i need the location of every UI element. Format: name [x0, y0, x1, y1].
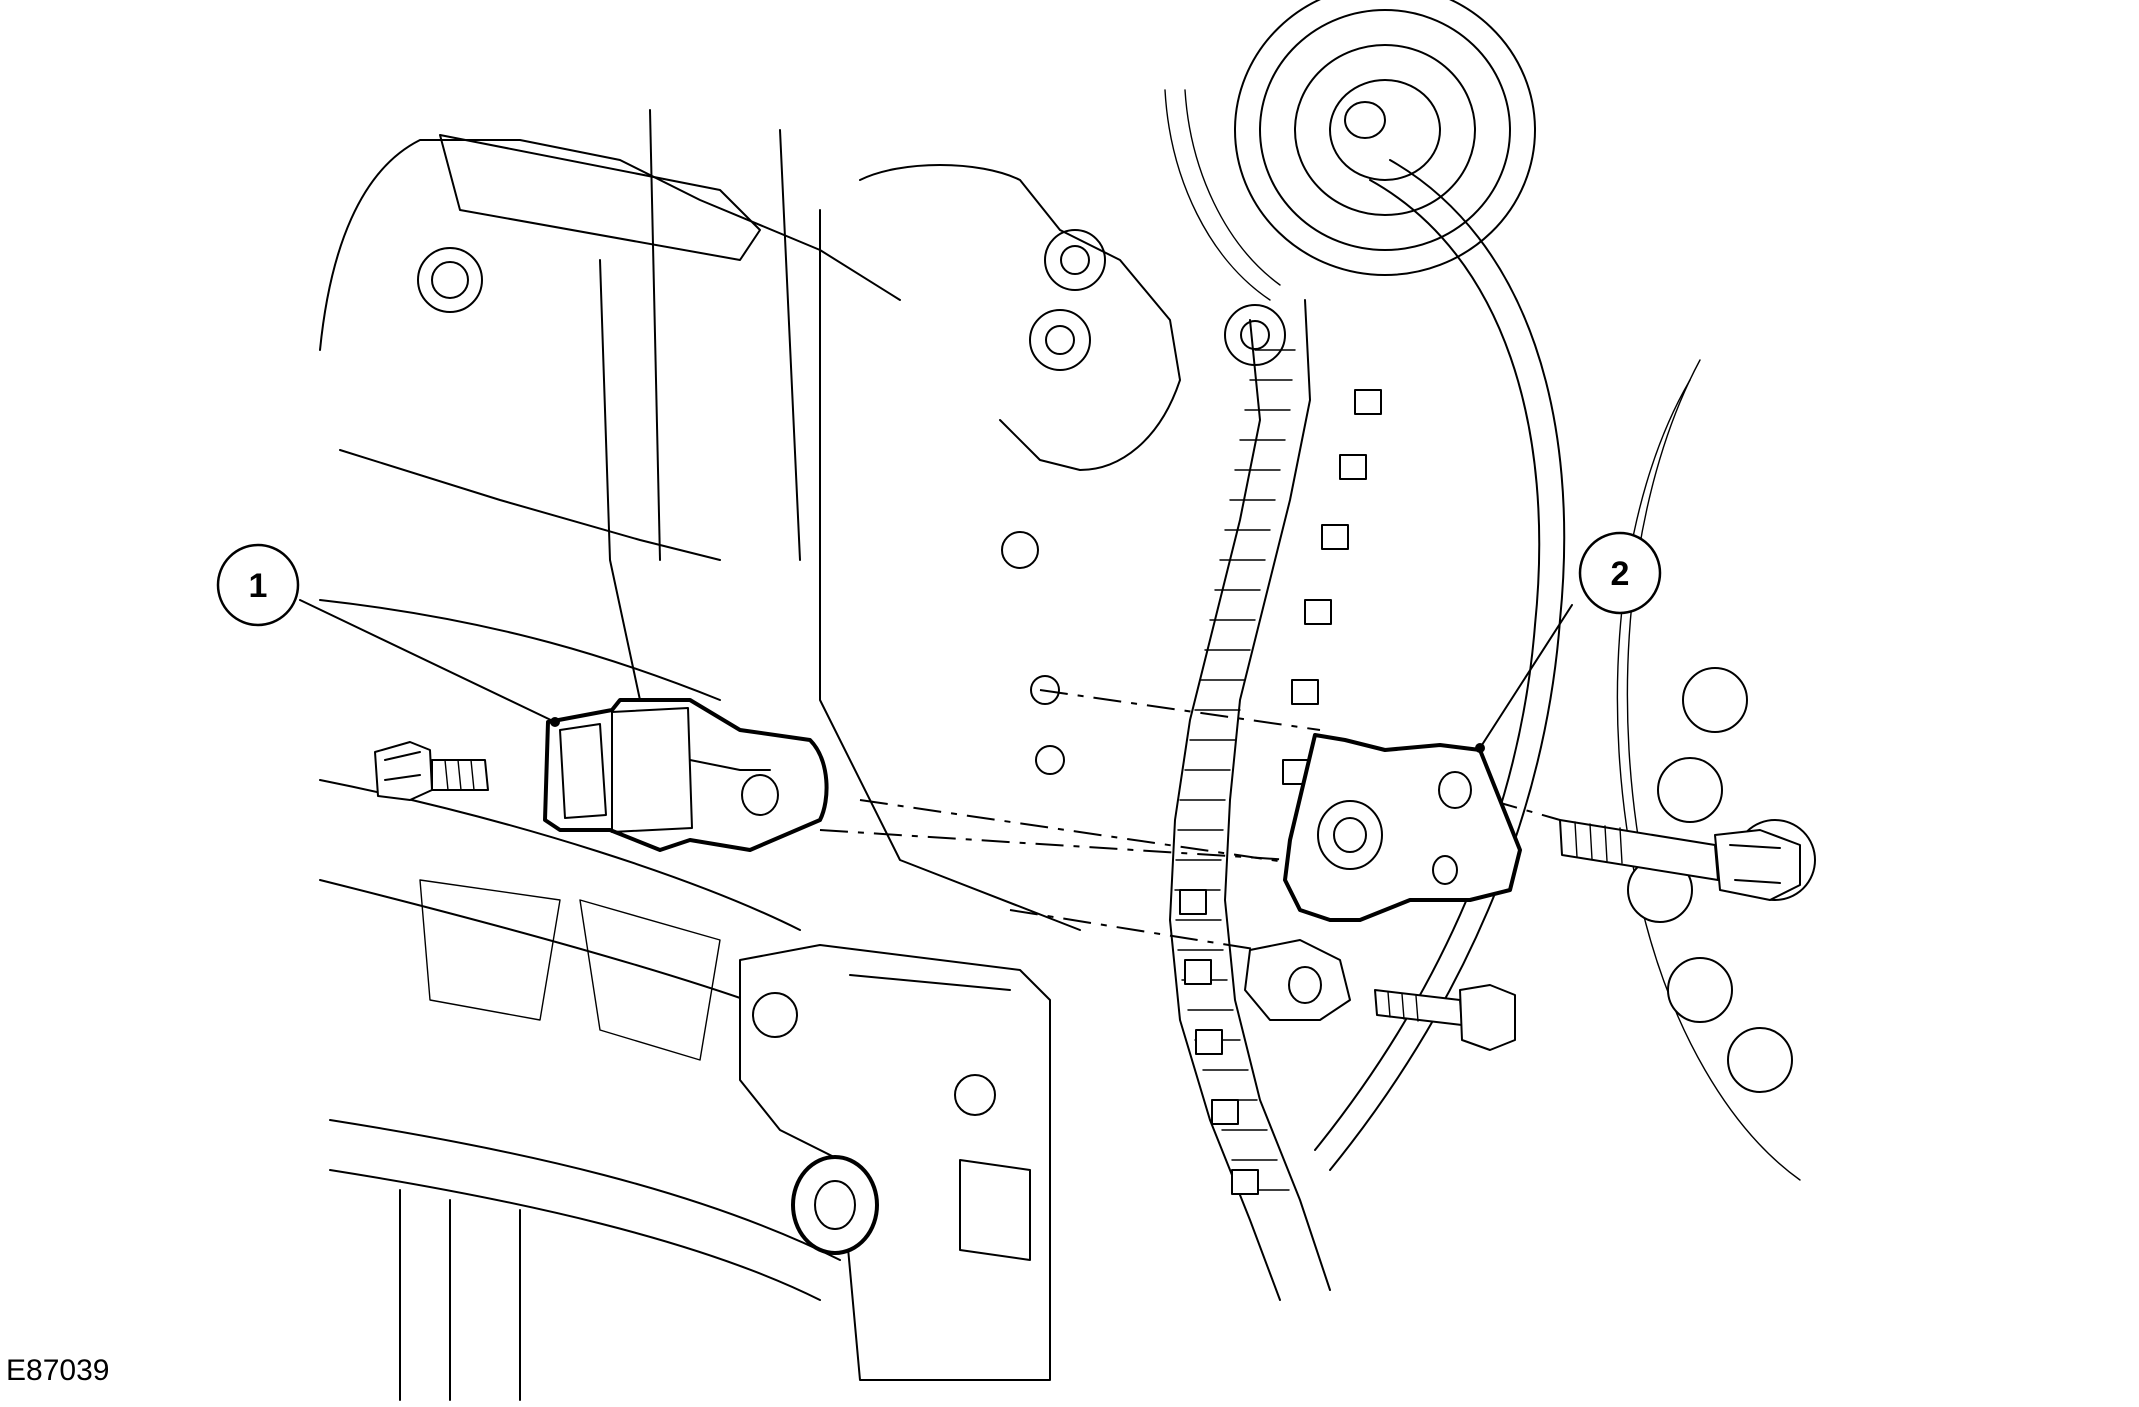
callout-1-anchor: [550, 717, 560, 727]
callout-2-anchor: [1475, 743, 1485, 753]
sensor-bracket: [1244, 733, 1522, 1021]
callout-1-number: 1: [249, 567, 268, 605]
callout-2-leader: [1479, 604, 1573, 749]
crankshaft-position-sensor: [543, 698, 829, 852]
idler-pulley: [1164, 0, 1536, 301]
crank-gear-teeth: [1169, 299, 1382, 1301]
callout-1-leader: [299, 599, 556, 723]
callout-2: 2: [1578, 531, 1662, 615]
bracket-bolt-short: [1374, 984, 1516, 1051]
bracket-bolt-long: [1559, 819, 1801, 901]
lower-bracket: [739, 944, 1051, 1381]
callout-1: 1: [216, 543, 300, 627]
callout-2-number: 2: [1611, 555, 1630, 593]
figure-id: E87039: [6, 1354, 110, 1387]
sensor-bolt-left: [374, 741, 489, 801]
